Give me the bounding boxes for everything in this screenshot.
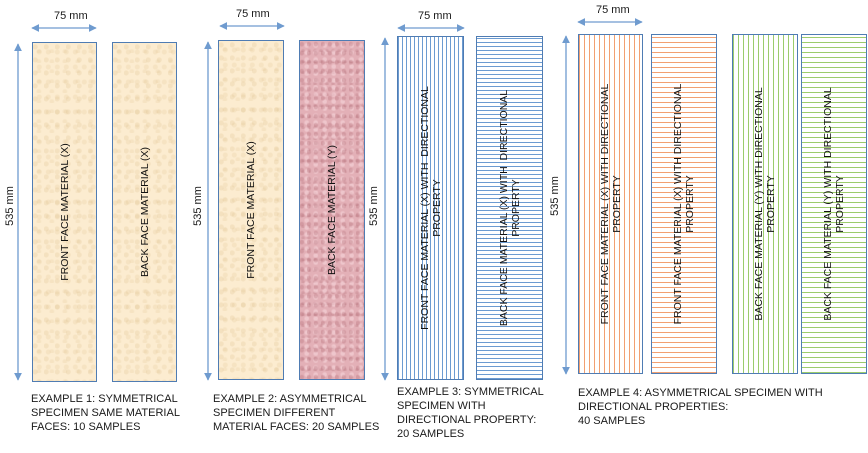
front-face-strip: FRONT FACE MATERIAL (X) WITH DIRECTIONAL… (397, 36, 464, 380)
example-caption: EXAMPLE 1: SYMMETRICAL SPECIMEN SAME MAT… (31, 393, 180, 433)
strip-label: FRONT FACE MATERIAL (X) WITH DIRECTIONAL… (598, 83, 623, 325)
back-face-strip: BACK FACE MATERIAL (X) WITH DIRECTIONAL … (476, 36, 543, 380)
width-label: 75 mm (596, 4, 630, 16)
front-face-strip: FRONT FACE MATERIAL (X) WITH DIRECTIONAL… (578, 34, 643, 374)
back-face-strip: BACK FACE MATERIAL (Y) WITH DIRECTIONAL … (732, 34, 798, 374)
length-label: 535 mm (367, 186, 380, 226)
strip-label: FRONT FACE MATERIAL (X) WITH DIRECTIONAL… (418, 86, 443, 330)
example-caption: EXAMPLE 4: ASYMMETRICAL SPECIMEN WITH DI… (578, 387, 823, 427)
front-face-strip: FRONT FACE MATERIAL (X) WITH DIRECTIONAL… (651, 34, 717, 374)
back-face-strip: BACK FACE MATERIAL (Y) WITH DIRECTIONAL … (801, 34, 867, 374)
back-face-strip: BACK FACE MATERIAL (X) (112, 42, 177, 382)
width-label: 75 mm (236, 8, 270, 20)
example-caption: EXAMPLE 2: ASYMMETRICAL SPECIMEN DIFFERE… (213, 393, 380, 433)
strip-label: BACK FACE MATERIAL (Y) WITH DIRECTIONAL … (822, 87, 846, 321)
strip-label: FRONT FACE MATERIAL (X) WITH DIRECTIONAL… (672, 83, 696, 325)
strip-label: FRONT FACE MATERIAL (X) (58, 143, 71, 281)
front-face-strip: FRONT FACE MATERIAL (X) (32, 42, 97, 382)
strip-label: BACK FACE MATERIAL (X) (138, 146, 151, 278)
length-label: 535 mm (191, 186, 204, 226)
strip-label: FRONT FACE MATERIAL (X) (245, 141, 257, 279)
width-label: 75 mm (54, 10, 88, 22)
example-caption: EXAMPLE 3: SYMMETRICAL SPECIMEN WITH DIR… (397, 386, 544, 440)
length-label: 535 mm (548, 176, 561, 216)
width-label: 75 mm (418, 10, 452, 22)
strip-label: BACK FACE MATERIAL (Y) WITH DIRECTIONAL … (753, 87, 777, 321)
strip-label: BACK FACE MATERIAL (X) WITH DIRECTIONAL … (497, 89, 522, 327)
back-face-strip: BACK FACE MATERIAL (Y) (299, 40, 365, 380)
strip-label: BACK FACE MATERIAL (Y) (326, 144, 338, 276)
length-label: 535 mm (3, 186, 16, 226)
front-face-strip: FRONT FACE MATERIAL (X) (218, 40, 284, 380)
